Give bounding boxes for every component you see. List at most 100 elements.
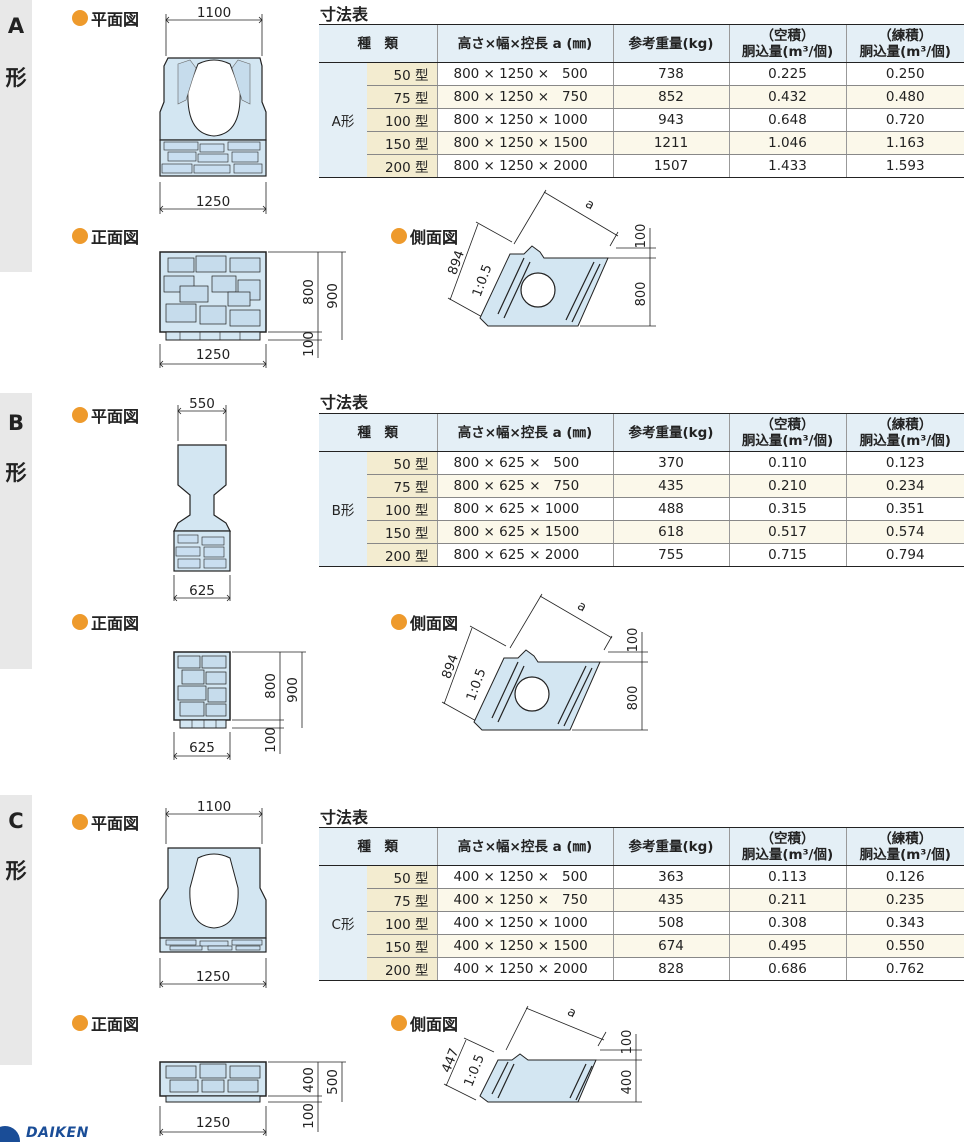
side-top-dim: 100 [634,224,649,249]
front-width-dim: 625 [189,740,215,756]
weight-cell: 370 [612,451,729,475]
plan-view-drawing: 1100 1250 [159,799,267,988]
dims-cell: 800 × 1250 × 1000 [436,108,613,132]
side-slope-len: 894 [439,653,462,681]
type-cell: 200 型 [367,957,437,981]
weight-cell: 943 [612,108,729,132]
side-height-dim: 800 [634,282,649,307]
table-row: 150 型 800 × 625 × 1500 618 0.517 0.574 [319,520,964,544]
logo-mark-icon [0,1126,20,1142]
dims-cell: 800 × 1250 × 2000 [436,154,613,178]
bullet-dot-icon [72,614,88,630]
table-row: 100 型 800 × 1250 × 1000 943 0.648 0.720 [319,108,964,132]
group-label: A形 [319,62,367,178]
front-view-drawing: 1250 400 500 100 [159,1061,346,1136]
table-row: 75 型 400 × 1250 × 750 435 0.211 0.235 [319,888,964,912]
sidebar-b: B 形 [0,393,32,669]
table-row: 100 型 800 × 625 × 1000 488 0.315 0.351 [319,497,964,521]
type-cell: 100 型 [367,108,437,132]
side-heading: 側面図 [391,224,458,248]
th-weight: 参考重量(kg) [612,413,729,452]
side-a-label: a [565,1004,579,1021]
empty-cell: 0.648 [728,108,846,132]
weight-cell: 488 [612,497,729,521]
section-letter: C [8,809,24,833]
th-type: 種 類 [319,413,437,452]
type-cell: 200 型 [367,154,437,178]
th-type: 種 類 [319,827,437,866]
dims-cell: 400 × 1250 × 2000 [436,957,613,981]
side-slope-len: 894 [445,249,468,277]
dims-cell: 400 × 1250 × 1000 [436,911,613,935]
plan-view-drawing: 1100 1250 [159,5,267,214]
filled-cell: 0.794 [845,543,964,567]
dims-cell: 800 × 625 × 750 [436,474,613,498]
sidebar-c: C 形 [0,795,32,1065]
side-slope-len: 447 [439,1046,462,1075]
filled-cell: 0.351 [845,497,964,521]
bullet-dot-icon [391,1015,407,1031]
table-row: 75 型 800 × 1250 × 750 852 0.432 0.480 [319,85,964,109]
bullet-dot-icon [72,1015,88,1031]
sidebar-a: A 形 [0,0,32,272]
table-row: C形 50 型 400 × 1250 × 500 363 0.113 0.126 [319,865,964,981]
table-row: 150 型 400 × 1250 × 1500 674 0.495 0.550 [319,934,964,958]
empty-cell: 0.211 [728,888,846,912]
plan-heading: 平面図 [72,6,139,30]
empty-cell: 0.686 [728,957,846,981]
front-heading: 正面図 [72,224,139,248]
filled-cell: 0.123 [845,451,964,475]
dims-cell: 800 × 1250 × 750 [436,85,613,109]
plan-top-dim: 1100 [197,799,231,815]
side-heading: 側面図 [391,610,458,634]
empty-cell: 0.225 [728,62,846,86]
th-filled: （練積）胴込量(m³/個) [845,827,964,866]
logo-text: DAIKEN [26,1125,89,1141]
front-h3-dim: 100 [301,1103,317,1129]
weight-cell: 1211 [612,131,729,155]
side-view-drawing: a 447 1:0.5 100 400 [439,1004,642,1103]
weight-cell: 755 [612,543,729,567]
filled-cell: 0.574 [845,520,964,544]
empty-cell: 0.113 [728,865,846,889]
weight-cell: 852 [612,85,729,109]
front-h2-dim: 900 [285,677,301,703]
th-dims: 高さ×幅×控長 a (㎜) [436,827,613,866]
th-weight: 参考重量(kg) [612,827,729,866]
filled-cell: 0.762 [845,957,964,981]
filled-cell: 0.235 [845,888,964,912]
type-cell: 200 型 [367,543,437,567]
side-a-label: a [583,196,597,213]
table-title: 寸法表 [320,808,369,827]
weight-cell: 363 [612,865,729,889]
bullet-dot-icon [72,814,88,830]
plan-bottom-dim: 1250 [196,969,230,985]
filled-cell: 0.720 [845,108,964,132]
weight-cell: 1507 [612,154,729,178]
th-type: 種 類 [319,24,437,63]
type-cell: 50 型 [367,451,437,475]
type-cell: 75 型 [367,474,437,498]
section-kanji: 形 [5,461,27,485]
empty-cell: 0.432 [728,85,846,109]
company-logo: DAIKEN [0,1122,140,1142]
empty-cell: 0.210 [728,474,846,498]
group-label: B形 [319,451,367,567]
type-cell: 150 型 [367,131,437,155]
dims-cell: 800 × 1250 × 1500 [436,131,613,155]
empty-cell: 0.110 [728,451,846,475]
section-letter: A [7,14,25,38]
dimension-table: 種 類 高さ×幅×控長 a (㎜) 参考重量(kg) （空積）胴込量(m³/個)… [319,827,964,981]
dims-cell: 800 × 625 × 1500 [436,520,613,544]
empty-cell: 0.495 [728,934,846,958]
side-heading: 側面図 [391,1011,458,1035]
th-empty: （空積）胴込量(m³/個) [728,413,846,452]
front-heading: 正面図 [72,610,139,634]
table-title: 寸法表 [320,5,369,24]
empty-cell: 1.433 [728,154,846,178]
weight-cell: 508 [612,911,729,935]
bullet-dot-icon [72,10,88,26]
dims-cell: 800 × 625 × 500 [436,451,613,475]
table-row: 100 型 400 × 1250 × 1000 508 0.308 0.343 [319,911,964,935]
empty-cell: 0.315 [728,497,846,521]
